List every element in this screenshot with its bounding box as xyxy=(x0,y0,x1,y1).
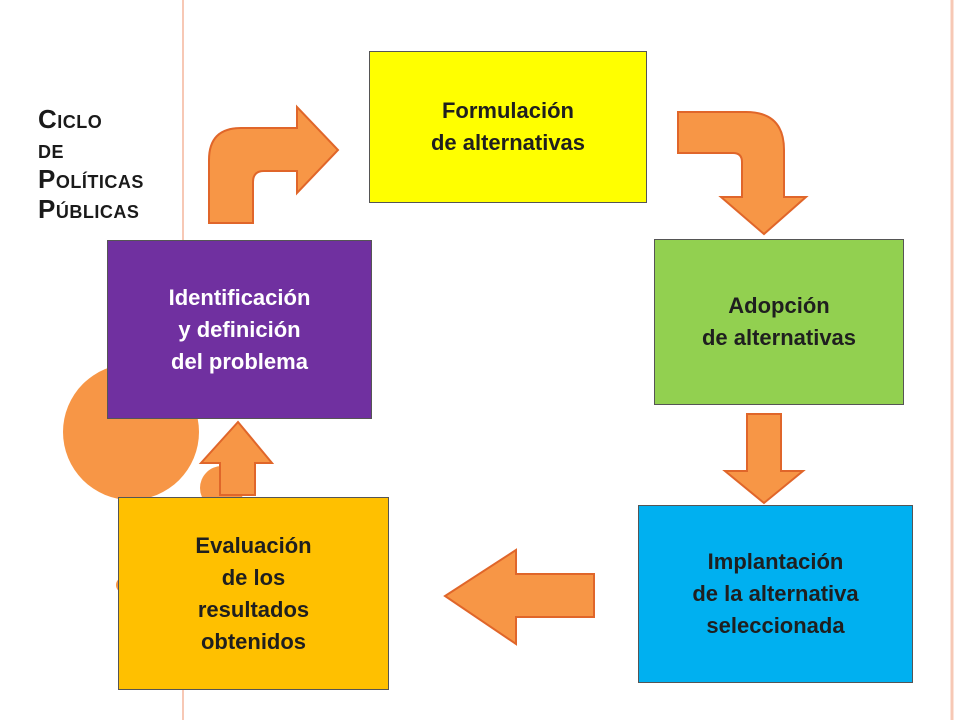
stage-identificacion-label: Identificación y definición del problema xyxy=(168,284,311,374)
arrow-bent-up-right xyxy=(208,104,340,224)
stage-evaluacion-label: Evaluación de los resultados obtenidos xyxy=(195,532,312,654)
stage-implantacion-label: Implantación de la alternativa seleccion… xyxy=(692,549,859,638)
title-line-1: Ciclo xyxy=(38,104,103,134)
arrow-left xyxy=(443,548,595,646)
stage-identificacion: Identificación y definición del problema xyxy=(107,240,372,419)
title-line-2: de xyxy=(38,134,65,164)
stage-adopcion: Adopción de alternativas xyxy=(654,239,904,405)
stage-evaluacion: Evaluación de los resultados obtenidos xyxy=(118,497,389,690)
arrow-bent-right-down xyxy=(677,111,809,236)
title-line-3: Políticas xyxy=(38,164,144,194)
arrow-down xyxy=(722,413,806,505)
stage-formulacion: Formulación de alternativas xyxy=(369,51,647,203)
stage-formulacion-label: Formulación de alternativas xyxy=(430,98,586,155)
slide-title: Ciclo de Políticas Públicas xyxy=(38,104,144,224)
stage-implantacion: Implantación de la alternativa seleccion… xyxy=(638,505,913,683)
title-line-4: Públicas xyxy=(38,194,140,224)
arrow-up xyxy=(198,420,275,496)
stage-adopcion-label: Adopción de alternativas xyxy=(701,293,857,350)
